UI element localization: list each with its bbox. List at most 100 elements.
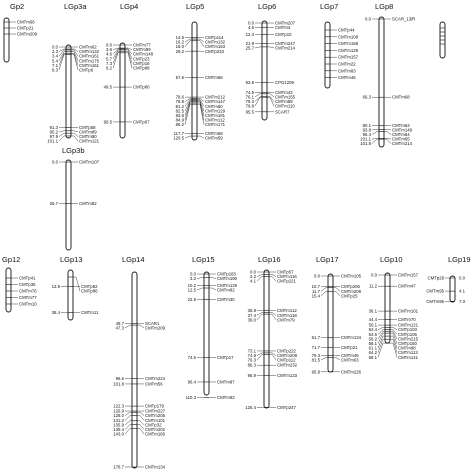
marker-leader [269, 312, 277, 316]
position-leader [58, 48, 66, 52]
marker-position: 39.0 [248, 317, 257, 322]
position-leader [184, 40, 192, 47]
marker-name: CMTm116 [277, 274, 297, 279]
position-leader [371, 138, 379, 140]
marker-name: CMTm209 [17, 32, 38, 37]
marker-position: 101.8 [360, 141, 371, 146]
marker-name: CMTm129 [217, 283, 238, 288]
marker-leader [197, 135, 205, 139]
marker-name: CMTm22 [338, 62, 356, 67]
position-leader [184, 135, 192, 139]
chromosome-bar [65, 159, 72, 251]
marker-name: CMTp206 [341, 284, 360, 289]
chromosome-bar [67, 269, 74, 321]
marker-position: 95.9 [248, 373, 257, 378]
position-leader [256, 276, 264, 282]
marker-name: CMTp221 [277, 279, 296, 284]
marker-name: CMTp103 [398, 327, 417, 332]
marker-leader [197, 101, 205, 116]
marker-leader [390, 332, 398, 344]
position-leader [256, 313, 264, 320]
marker-leader [390, 327, 398, 330]
position-leader [254, 96, 262, 102]
marker-position: 96.6 [116, 376, 125, 381]
marker-position: 79.9 [176, 99, 185, 104]
marker-position: 93.8 [363, 127, 372, 132]
marker-position: 58.1 [369, 341, 378, 346]
chromosome-bar [324, 21, 331, 89]
marker-position: 101.1 [360, 137, 371, 142]
marker-leader [197, 40, 205, 47]
marker-name: CMTm227 [145, 409, 166, 414]
marker-position: 8.3 [52, 68, 59, 73]
marker-leader [137, 412, 145, 416]
marker-position: 12.5 [188, 288, 197, 293]
position-leader [320, 357, 328, 361]
marker-name: CMTm209 [341, 289, 362, 294]
marker-position: 7.3 [459, 299, 466, 304]
position-leader [196, 277, 204, 279]
marker-position: 5.7 [106, 56, 113, 61]
position-leader [254, 93, 262, 98]
position-leader [112, 52, 120, 69]
marker-name: CMTm155 [275, 94, 296, 99]
linkage-group-lgp9 [439, 21, 446, 59]
position-leader [112, 49, 120, 59]
marker-position: 14.5 [176, 35, 185, 40]
marker-leader [209, 287, 217, 291]
position-leader [124, 415, 132, 421]
marker-position: 0.0 [52, 45, 59, 50]
marker-name: CMTm129 [338, 48, 359, 53]
position-leader [184, 100, 192, 111]
marker-position: 52.4 [369, 327, 378, 332]
marker-name: CMTp114 [205, 35, 224, 40]
marker-position: 49.5 [104, 85, 113, 90]
marker-name: CMTm99 [133, 47, 151, 52]
marker-name: CMTm209 [145, 325, 166, 330]
marker-position: 135.9 [113, 422, 124, 427]
marker-position: 71.7 [312, 345, 321, 350]
position-leader [377, 331, 385, 340]
marker-name: CMTm63 [341, 357, 359, 362]
marker-leader [267, 97, 275, 107]
marker-name: CMTm77 [19, 295, 37, 300]
marker-name: CMTm90 [79, 134, 97, 139]
position-leader [124, 412, 132, 416]
position-leader [58, 135, 66, 142]
marker-position: 0.0 [250, 270, 257, 275]
marker-leader [269, 274, 277, 277]
marker-position: 81.5 [312, 357, 321, 362]
marker-position: 95.2 [50, 129, 59, 134]
marker-name: CMTm212 [205, 95, 226, 100]
marker-leader [137, 428, 145, 435]
marker-position: 122.3 [113, 404, 124, 409]
marker-leader [71, 132, 79, 137]
marker-name: CMTm118 [277, 313, 297, 318]
position-leader [377, 332, 385, 344]
marker-leader [71, 49, 79, 57]
marker-name: CMTp10 [275, 32, 292, 37]
marker-name: CMTm68 [205, 75, 223, 80]
position-leader [256, 354, 264, 361]
marker-name: CMTp6 [79, 68, 94, 73]
marker-position: 78.6 [176, 95, 185, 100]
marker-name: CMTm129 [205, 108, 226, 113]
marker-position: 83.6 [176, 113, 185, 118]
marker-name: CMTm160 [145, 432, 166, 437]
marker-leader [71, 51, 79, 61]
marker-position: 22.9 [188, 297, 197, 302]
marker-position: 2.3 [52, 49, 59, 54]
position-leader [377, 327, 385, 330]
chromosome-bar [131, 271, 138, 469]
marker-leader [197, 38, 205, 43]
marker-name: CMTm46 [341, 353, 359, 358]
marker-name: CMTm207 [275, 21, 296, 26]
position-leader [256, 312, 264, 316]
marker-name: CMTm148 [133, 52, 154, 57]
position-leader [112, 47, 120, 50]
linkage-group-lgp5: LGp5CMTp11414.5CMTm13216.2CMTm15318.0CMT… [173, 2, 225, 141]
marker-leader [71, 48, 79, 52]
position-leader [377, 335, 385, 349]
